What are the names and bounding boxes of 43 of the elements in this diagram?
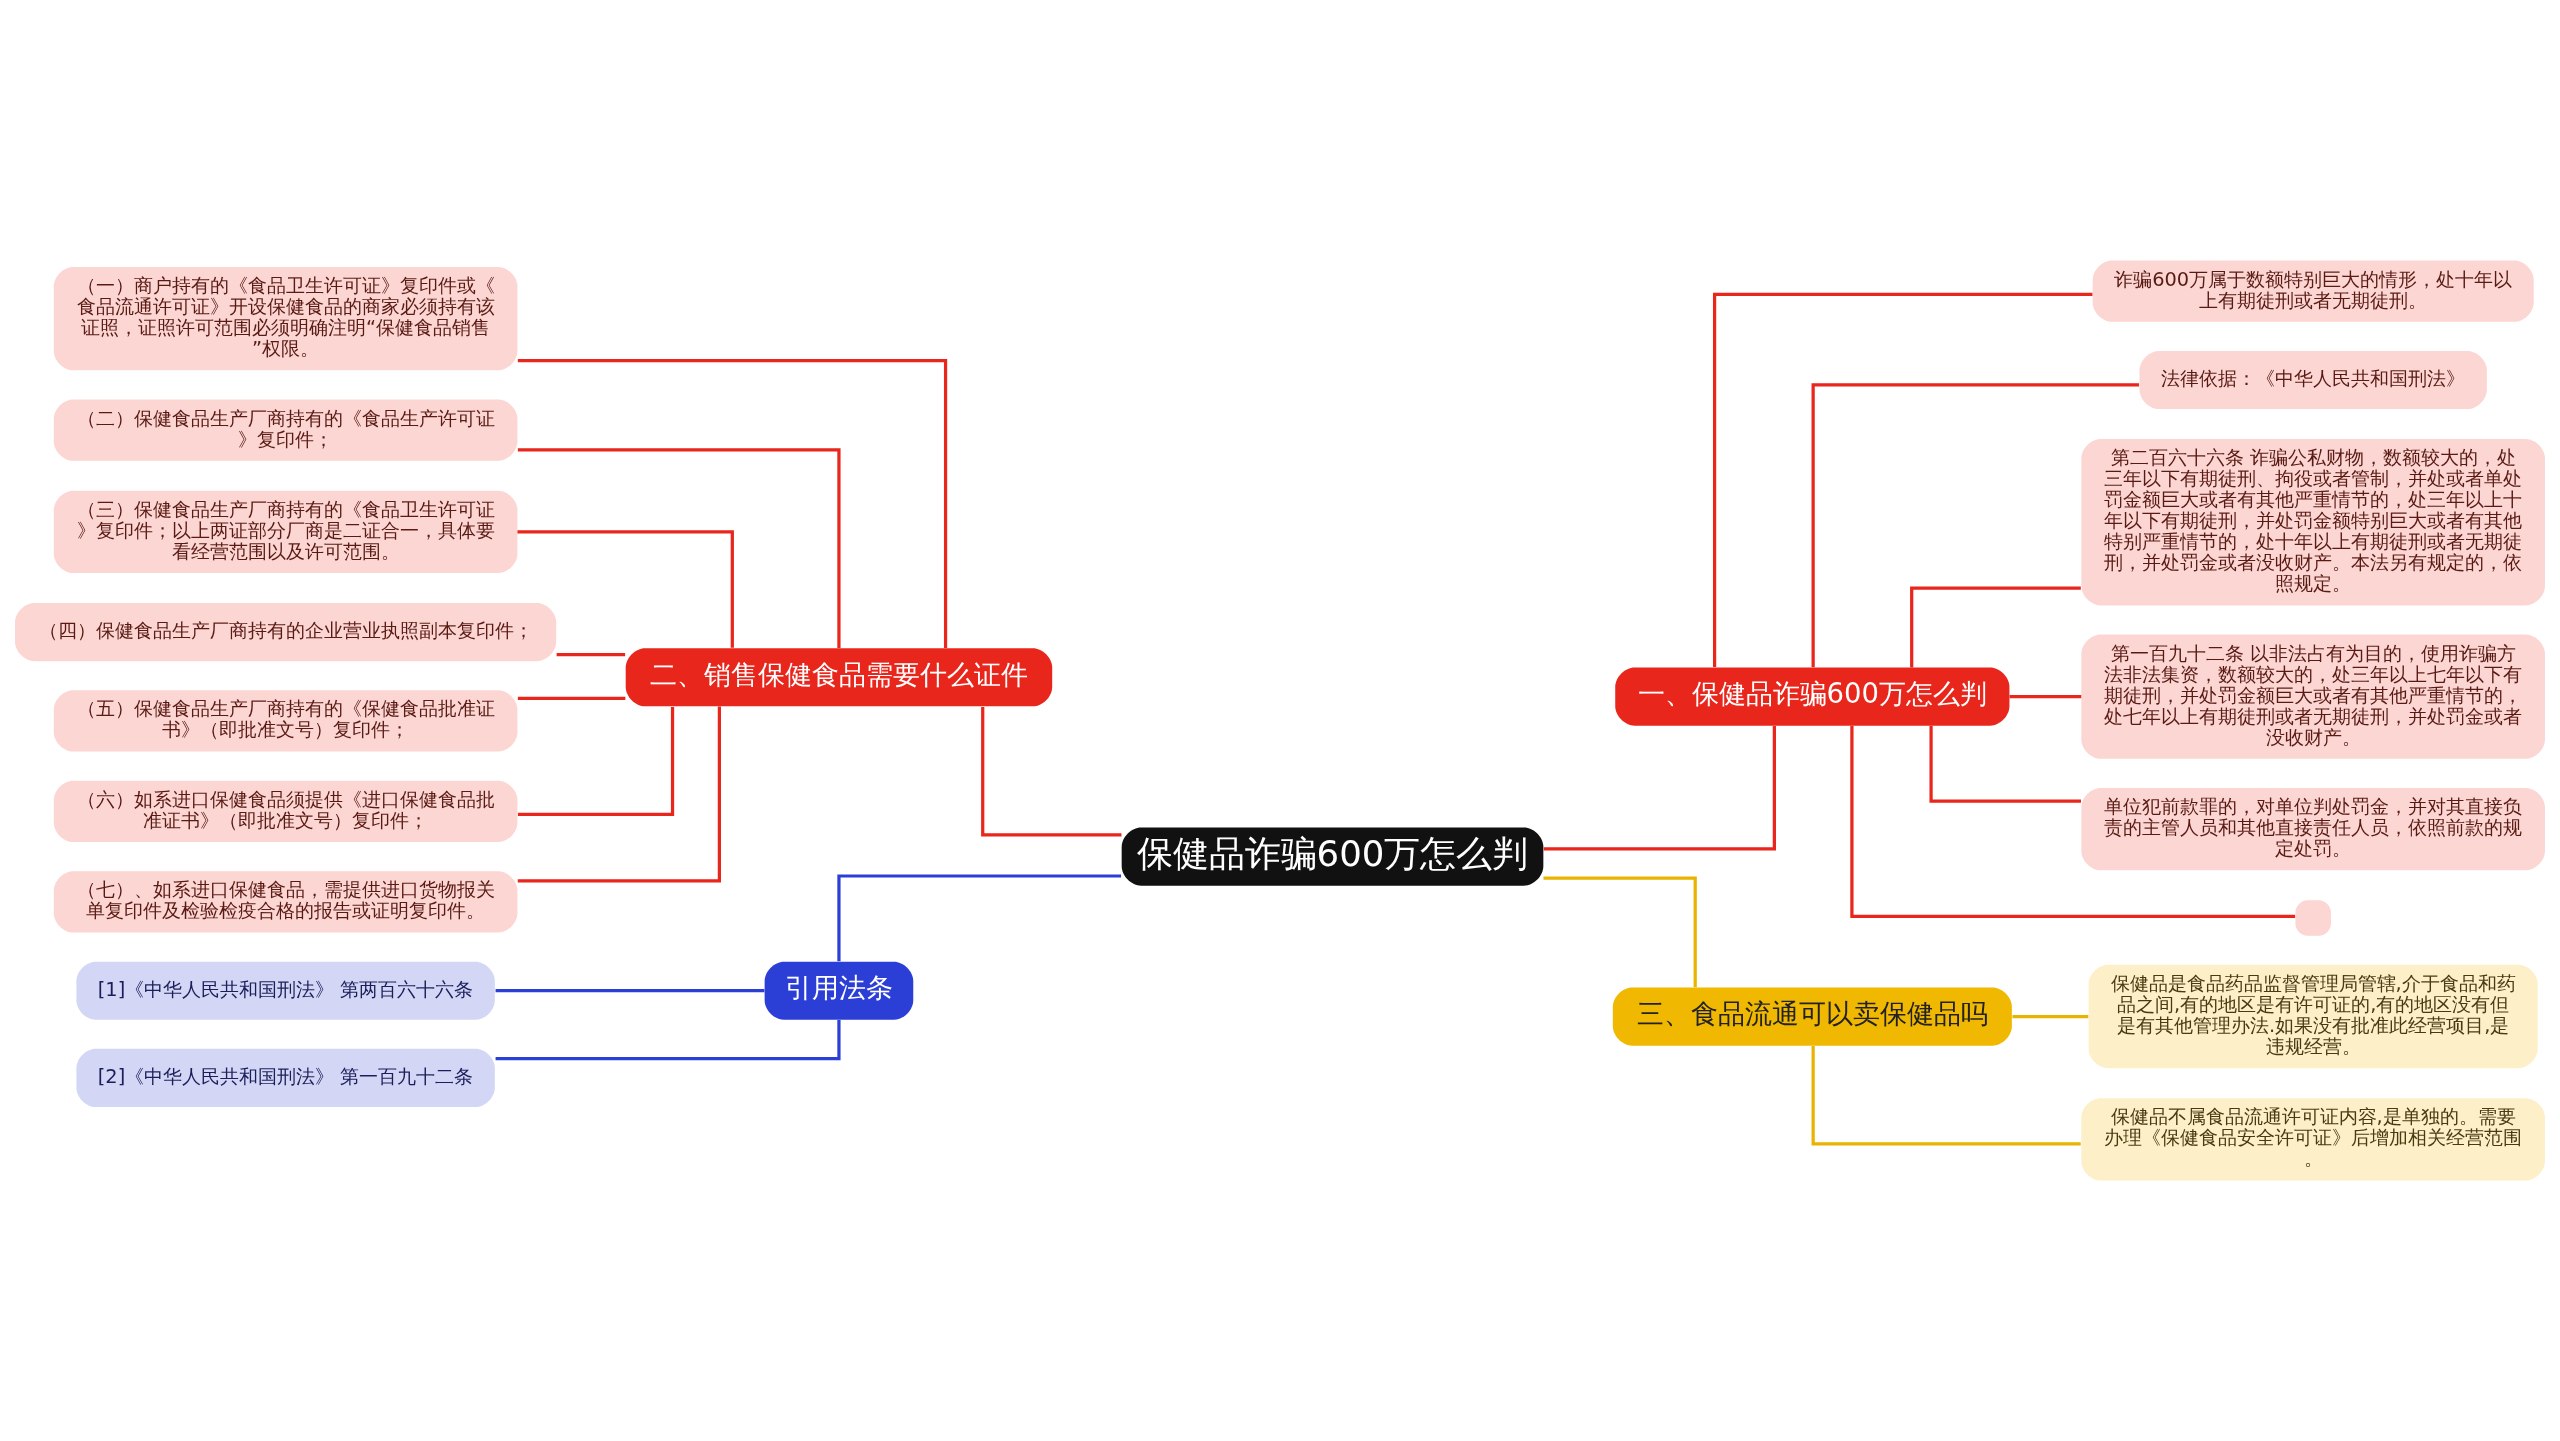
connector bbox=[2009, 695, 2082, 699]
node-box: 二、销售保健食品需要什么证件 bbox=[625, 648, 1053, 707]
connector bbox=[517, 359, 948, 649]
node-box: 第二百六十六条 诈骗公私财物，数额较大的，处三年以下有期徒刑、拘役或者管制，并处或者单处罚金额巨大或者有其他严重情节的，处三年以上十年以下有期徒刑，并处罚金额特别巨大或者有其他特别严重情节的，处十年以上有期徒刑或者无期徒刑，并处罚金或者没收财产。本法另有规定的，依照规定。 bbox=[2081, 439, 2545, 606]
node-box: （六）如系进口保健食品须提供《进口保健食品批准证书》（即批准文号）复印件； bbox=[53, 780, 518, 843]
connector bbox=[517, 706, 721, 883]
node-box: 一、保健品诈骗600万怎么判 bbox=[1615, 667, 2010, 726]
connector bbox=[837, 874, 1122, 962]
node-box: （七）、如系进口保健食品，需提供进口货物报关单复印件及检验检疫合格的报告或证明复印件。 bbox=[53, 871, 518, 933]
connector bbox=[517, 530, 734, 648]
node-box: （二）保健食品生产厂商持有的《食品生产许可证》复印件； bbox=[53, 399, 518, 461]
connector bbox=[517, 448, 841, 648]
connector bbox=[495, 989, 765, 993]
connector bbox=[517, 707, 675, 816]
node-box: （五）保健食品生产厂商持有的《保健食品批准证书》（即批准文号）复印件； bbox=[53, 690, 518, 752]
node-box: 保健品诈骗600万怎么判 bbox=[1121, 827, 1544, 886]
connector bbox=[517, 696, 626, 700]
node-box: 保健品不属食品流通许可证内容,是单独的。需要办理《保健食品安全许可证》后增加相关经营范围。 bbox=[2081, 1098, 2545, 1181]
connector bbox=[1929, 725, 2081, 803]
node-box: 第一百九十二条 以非法占有为目的，使用诈骗方法非法集资，数额较大的，处三年以上七年以下有期徒刑，并处罚金额巨大或者有其他严重情节的，处七年以上有期徒刑或者无期徒刑，并处罚金或者没收财产。 bbox=[2081, 634, 2545, 759]
connector bbox=[981, 706, 1122, 837]
connector bbox=[495, 1019, 841, 1061]
connector bbox=[2012, 1014, 2089, 1019]
node-box: 诈骗600万属于数额特别巨大的情形，处十年以上有期徒刑或者无期徒刑。 bbox=[2092, 260, 2534, 322]
connector bbox=[1543, 876, 1697, 988]
node-box: 三、食品流通可以卖保健品吗 bbox=[1612, 987, 2012, 1046]
node-box: （三）保健食品生产厂商持有的《食品卫生许可证》复印件；以上两证部分厂商是二证合一，具体要看经营范围以及许可范围。 bbox=[53, 490, 518, 574]
connector bbox=[1910, 586, 2081, 668]
connector bbox=[1811, 383, 2139, 668]
node-box: 单位犯前款罪的，对单位判处罚金，并对其直接负责的主管人员和其他直接责任人员，依照前款的规定处罚。 bbox=[2081, 787, 2545, 871]
node-box: （一）商户持有的《食品卫生许可证》复印件或《食品流通许可证》开设保健食品的商家必须持有该证照，证照许可范围必须明确注明“保健食品销售”权限。 bbox=[53, 266, 518, 371]
connector bbox=[556, 653, 626, 657]
connector bbox=[1712, 292, 2093, 668]
node-box bbox=[2295, 900, 2331, 936]
node-box: （四）保健食品生产厂商持有的企业营业执照副本复印件； bbox=[15, 602, 557, 662]
node-box: 法律依据：《中华人民共和国刑法》 bbox=[2139, 350, 2487, 410]
node-box: 保健品是食品药品监督管理局管辖,介于食品和药品之间,有的地区是有许可证的,有的地区没有但是有其他管理办法.如果没有批准此经营项目,是违规经营。 bbox=[2088, 964, 2538, 1069]
node-box: 引用法条 bbox=[764, 961, 914, 1020]
node-box: [2]《中华人民共和国刑法》 第一百九十二条 bbox=[76, 1048, 495, 1108]
connector bbox=[1850, 725, 2296, 918]
node-box: [1]《中华人民共和国刑法》 第两百六十六条 bbox=[76, 961, 495, 1020]
connector bbox=[1543, 726, 1776, 851]
connector bbox=[1811, 1046, 2081, 1146]
